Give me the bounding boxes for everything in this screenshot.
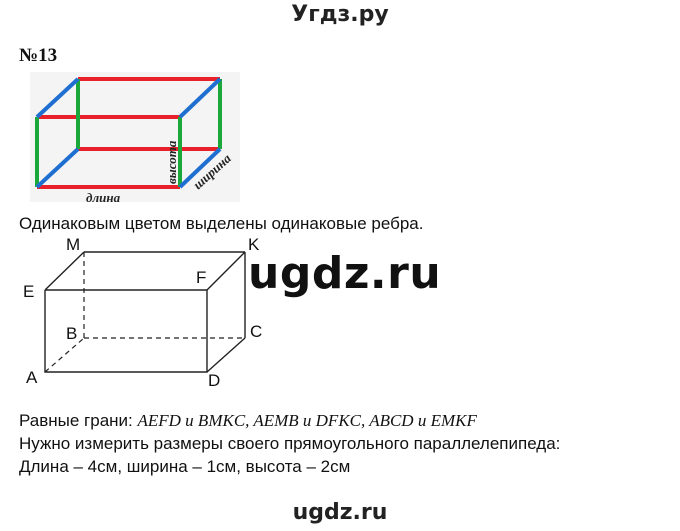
- site-header: Угдз.ру: [291, 2, 389, 27]
- equal-faces-line: Равные грани: AEFD и BMKC, AEMB и DFKC, …: [19, 411, 477, 431]
- vertex-A: A: [26, 368, 38, 387]
- edge-AB-hidden: [44, 337, 85, 373]
- problem-number: №13: [19, 45, 58, 66]
- edge-EM: [44, 251, 85, 291]
- label-length: длина: [86, 190, 121, 205]
- measure-instruction: Нужно измерить размеры своего прямоуголь…: [19, 434, 561, 453]
- vertex-F: F: [196, 268, 207, 287]
- edge-width-bottom-left: [35, 147, 80, 189]
- vertex-K: K: [248, 235, 260, 254]
- dimensions-answer: Длина – 4см, ширина – 1см, высота – 2см: [19, 457, 351, 476]
- vertex-C: C: [250, 322, 263, 341]
- edge-DC: [206, 337, 246, 373]
- watermark: ugdz.ru: [248, 248, 442, 299]
- vertex-D: D: [208, 371, 221, 390]
- caption-text: Одинаковым цветом выделены одинаковые ре…: [19, 214, 424, 233]
- edge-width-top-right: [178, 77, 222, 119]
- edge-FK: [206, 251, 246, 291]
- equal-faces-value: AEFD и BMKC, AEMB и DFKC, ABCD и EMKF: [137, 411, 477, 430]
- site-footer: ugdz.ru: [292, 500, 388, 525]
- vertex-E: E: [23, 282, 35, 301]
- edge-width-top-left: [35, 77, 80, 119]
- equal-faces-label: Равные грани:: [19, 411, 138, 430]
- label-height: высота: [164, 140, 179, 184]
- edge-width-bottom-right: [178, 147, 222, 189]
- vertex-M: M: [66, 235, 81, 254]
- vertex-B: B: [66, 324, 78, 343]
